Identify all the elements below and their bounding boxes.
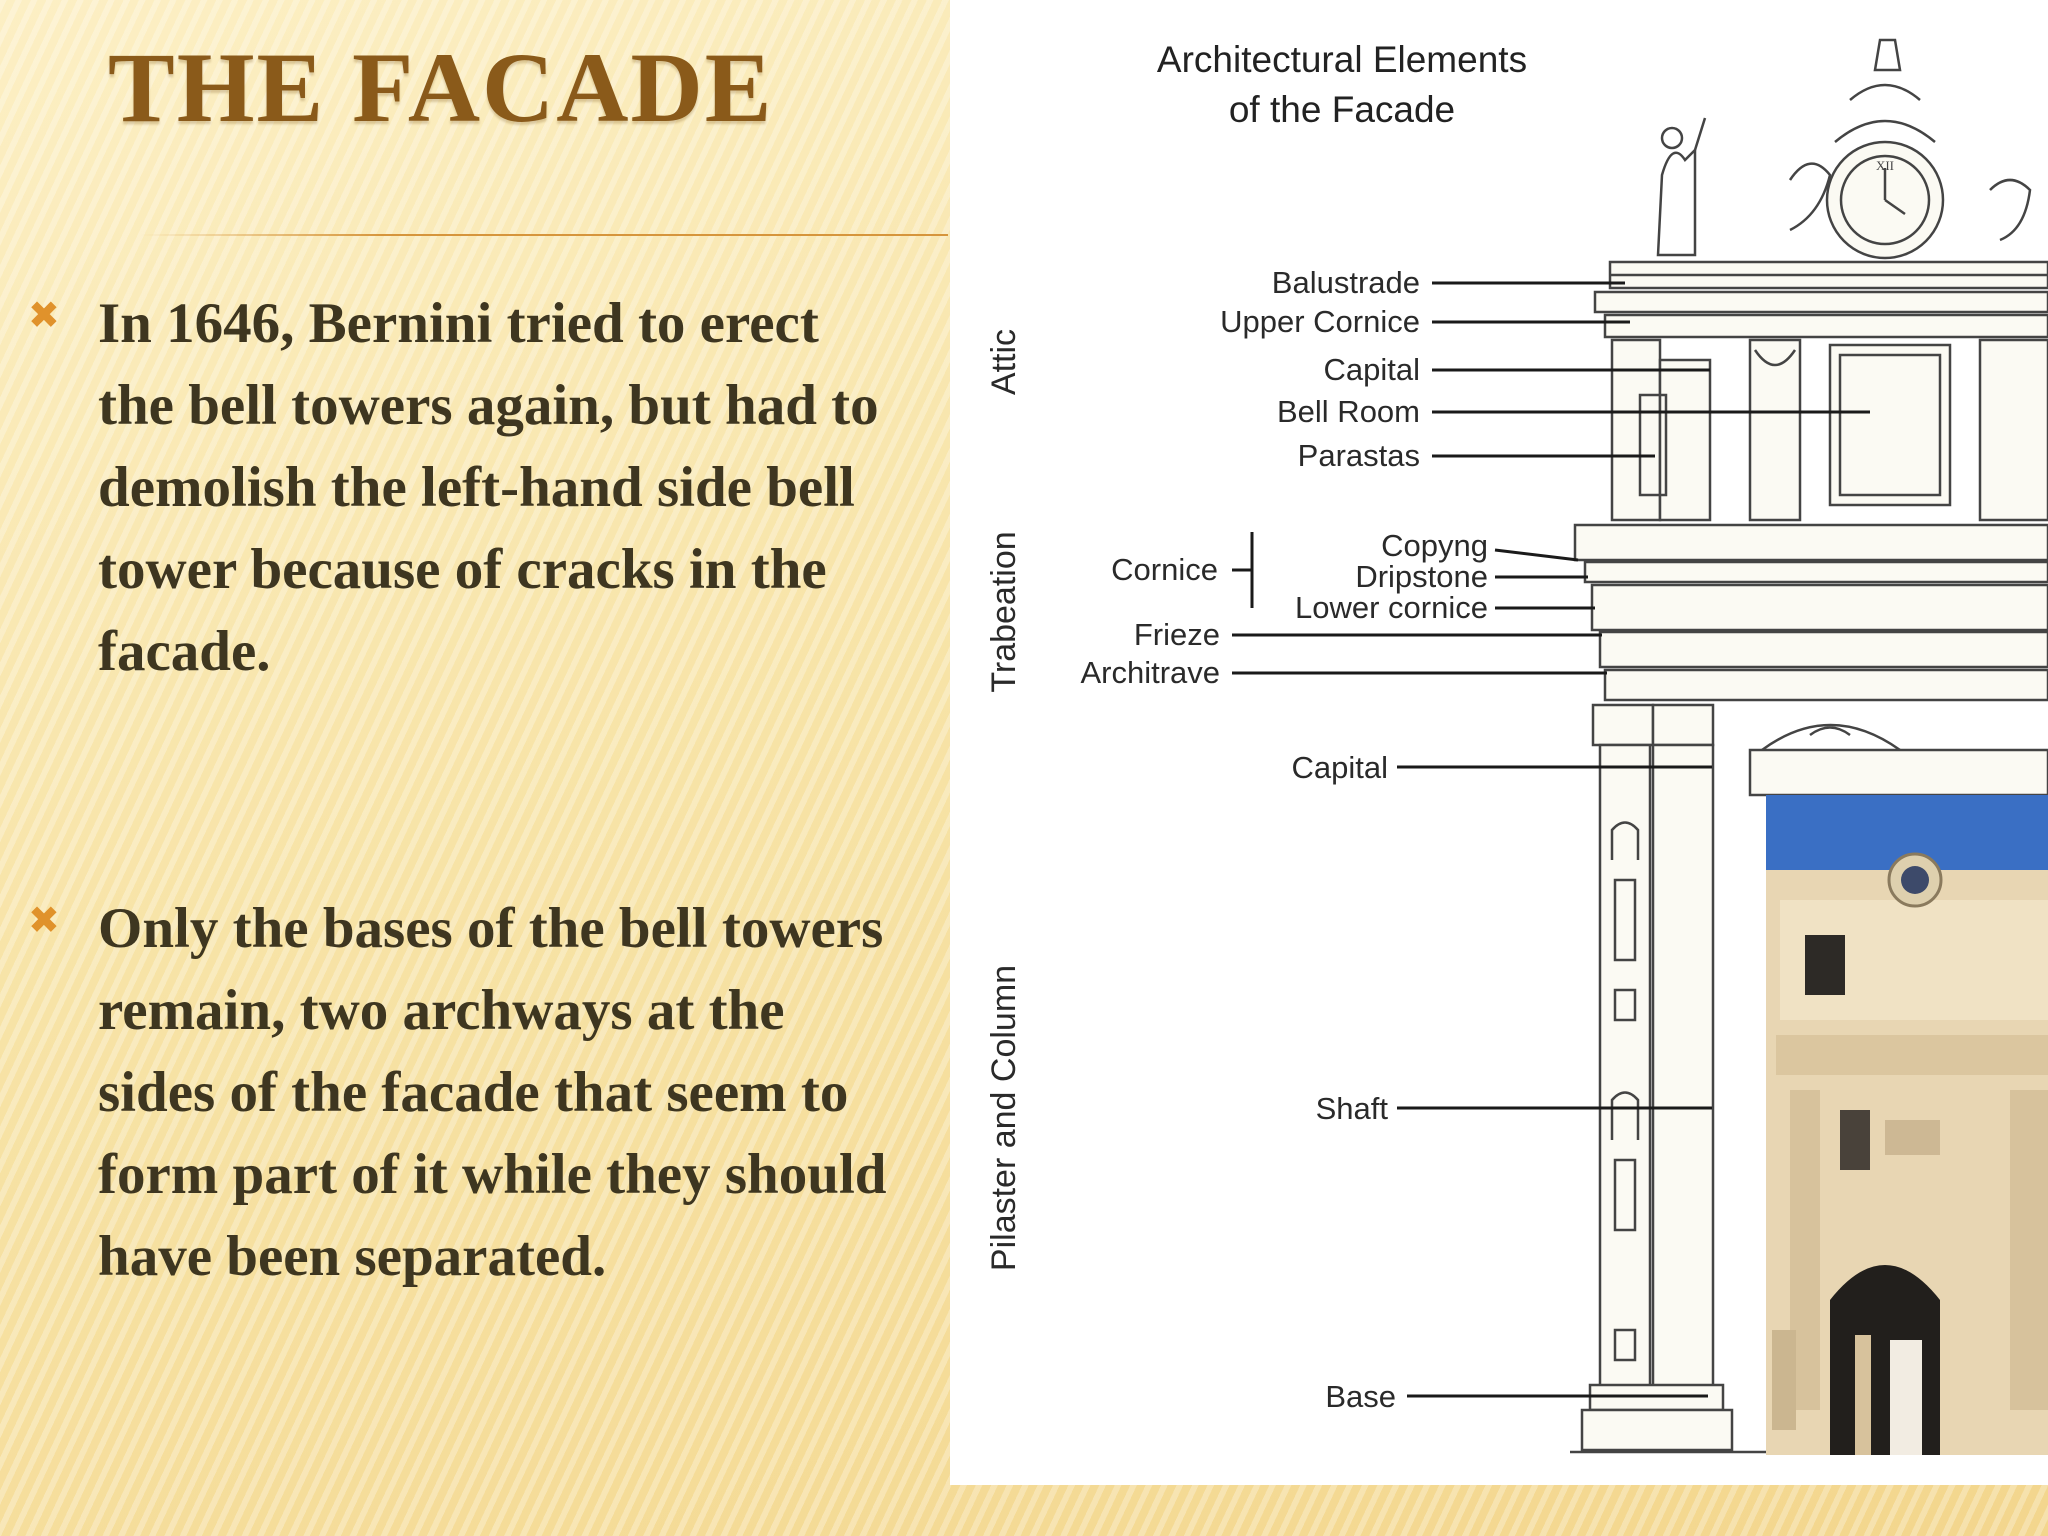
bullet-text: In 1646, Bernini tried to erect the bell… [98, 292, 879, 683]
label-cornice: Cornice [1111, 552, 1218, 587]
facade-line-drawing: XII [1570, 38, 2048, 1454]
bullet-item: ✖ Only the bases of the bell towers rema… [28, 888, 908, 1298]
label-architrave: Architrave [1080, 655, 1220, 690]
label-frieze: Frieze [1134, 617, 1220, 652]
leader-lines [1232, 281, 1870, 1398]
label-bell-room: Bell Room [1277, 394, 1420, 429]
slide-title: THE FACADE [108, 32, 774, 143]
clock-numeral: XII [1876, 158, 1894, 173]
facade-photo [1766, 795, 2048, 1455]
section-label-pilaster-column: Pilaster and Column [985, 965, 1023, 1271]
label-capital-attic: Capital [1324, 352, 1421, 387]
label-upper-cornice: Upper Cornice [1220, 304, 1420, 339]
diagram-title-line2: of the Facade [1229, 89, 1455, 130]
title-divider [140, 234, 948, 236]
x-mark-icon: ✖ [28, 898, 60, 942]
bullet-text: Only the bases of the bell towers remain… [98, 897, 887, 1288]
label-shaft: Shaft [1316, 1091, 1389, 1126]
diagram-title-line1: Architectural Elements [1157, 39, 1527, 80]
label-balustrade: Balustrade [1272, 265, 1420, 300]
bullet-item: ✖ In 1646, Bernini tried to erect the be… [28, 283, 908, 693]
label-dripstone: Dripstone [1355, 559, 1488, 594]
facade-diagram-svg: Architectural Elements of the Facade Att… [985, 38, 2048, 1455]
facade-diagram: Architectural Elements of the Facade Att… [950, 0, 2048, 1485]
label-lower-cornice: Lower cornice [1295, 590, 1488, 625]
label-copyng: Copyng [1381, 528, 1488, 563]
x-mark-icon: ✖ [28, 293, 60, 337]
label-parastas: Parastas [1298, 438, 1420, 473]
label-capital-column: Capital [1292, 750, 1389, 785]
section-label-attic: Attic [985, 329, 1023, 395]
label-base: Base [1325, 1379, 1396, 1414]
section-label-trabeation: Trabeation [985, 531, 1023, 692]
